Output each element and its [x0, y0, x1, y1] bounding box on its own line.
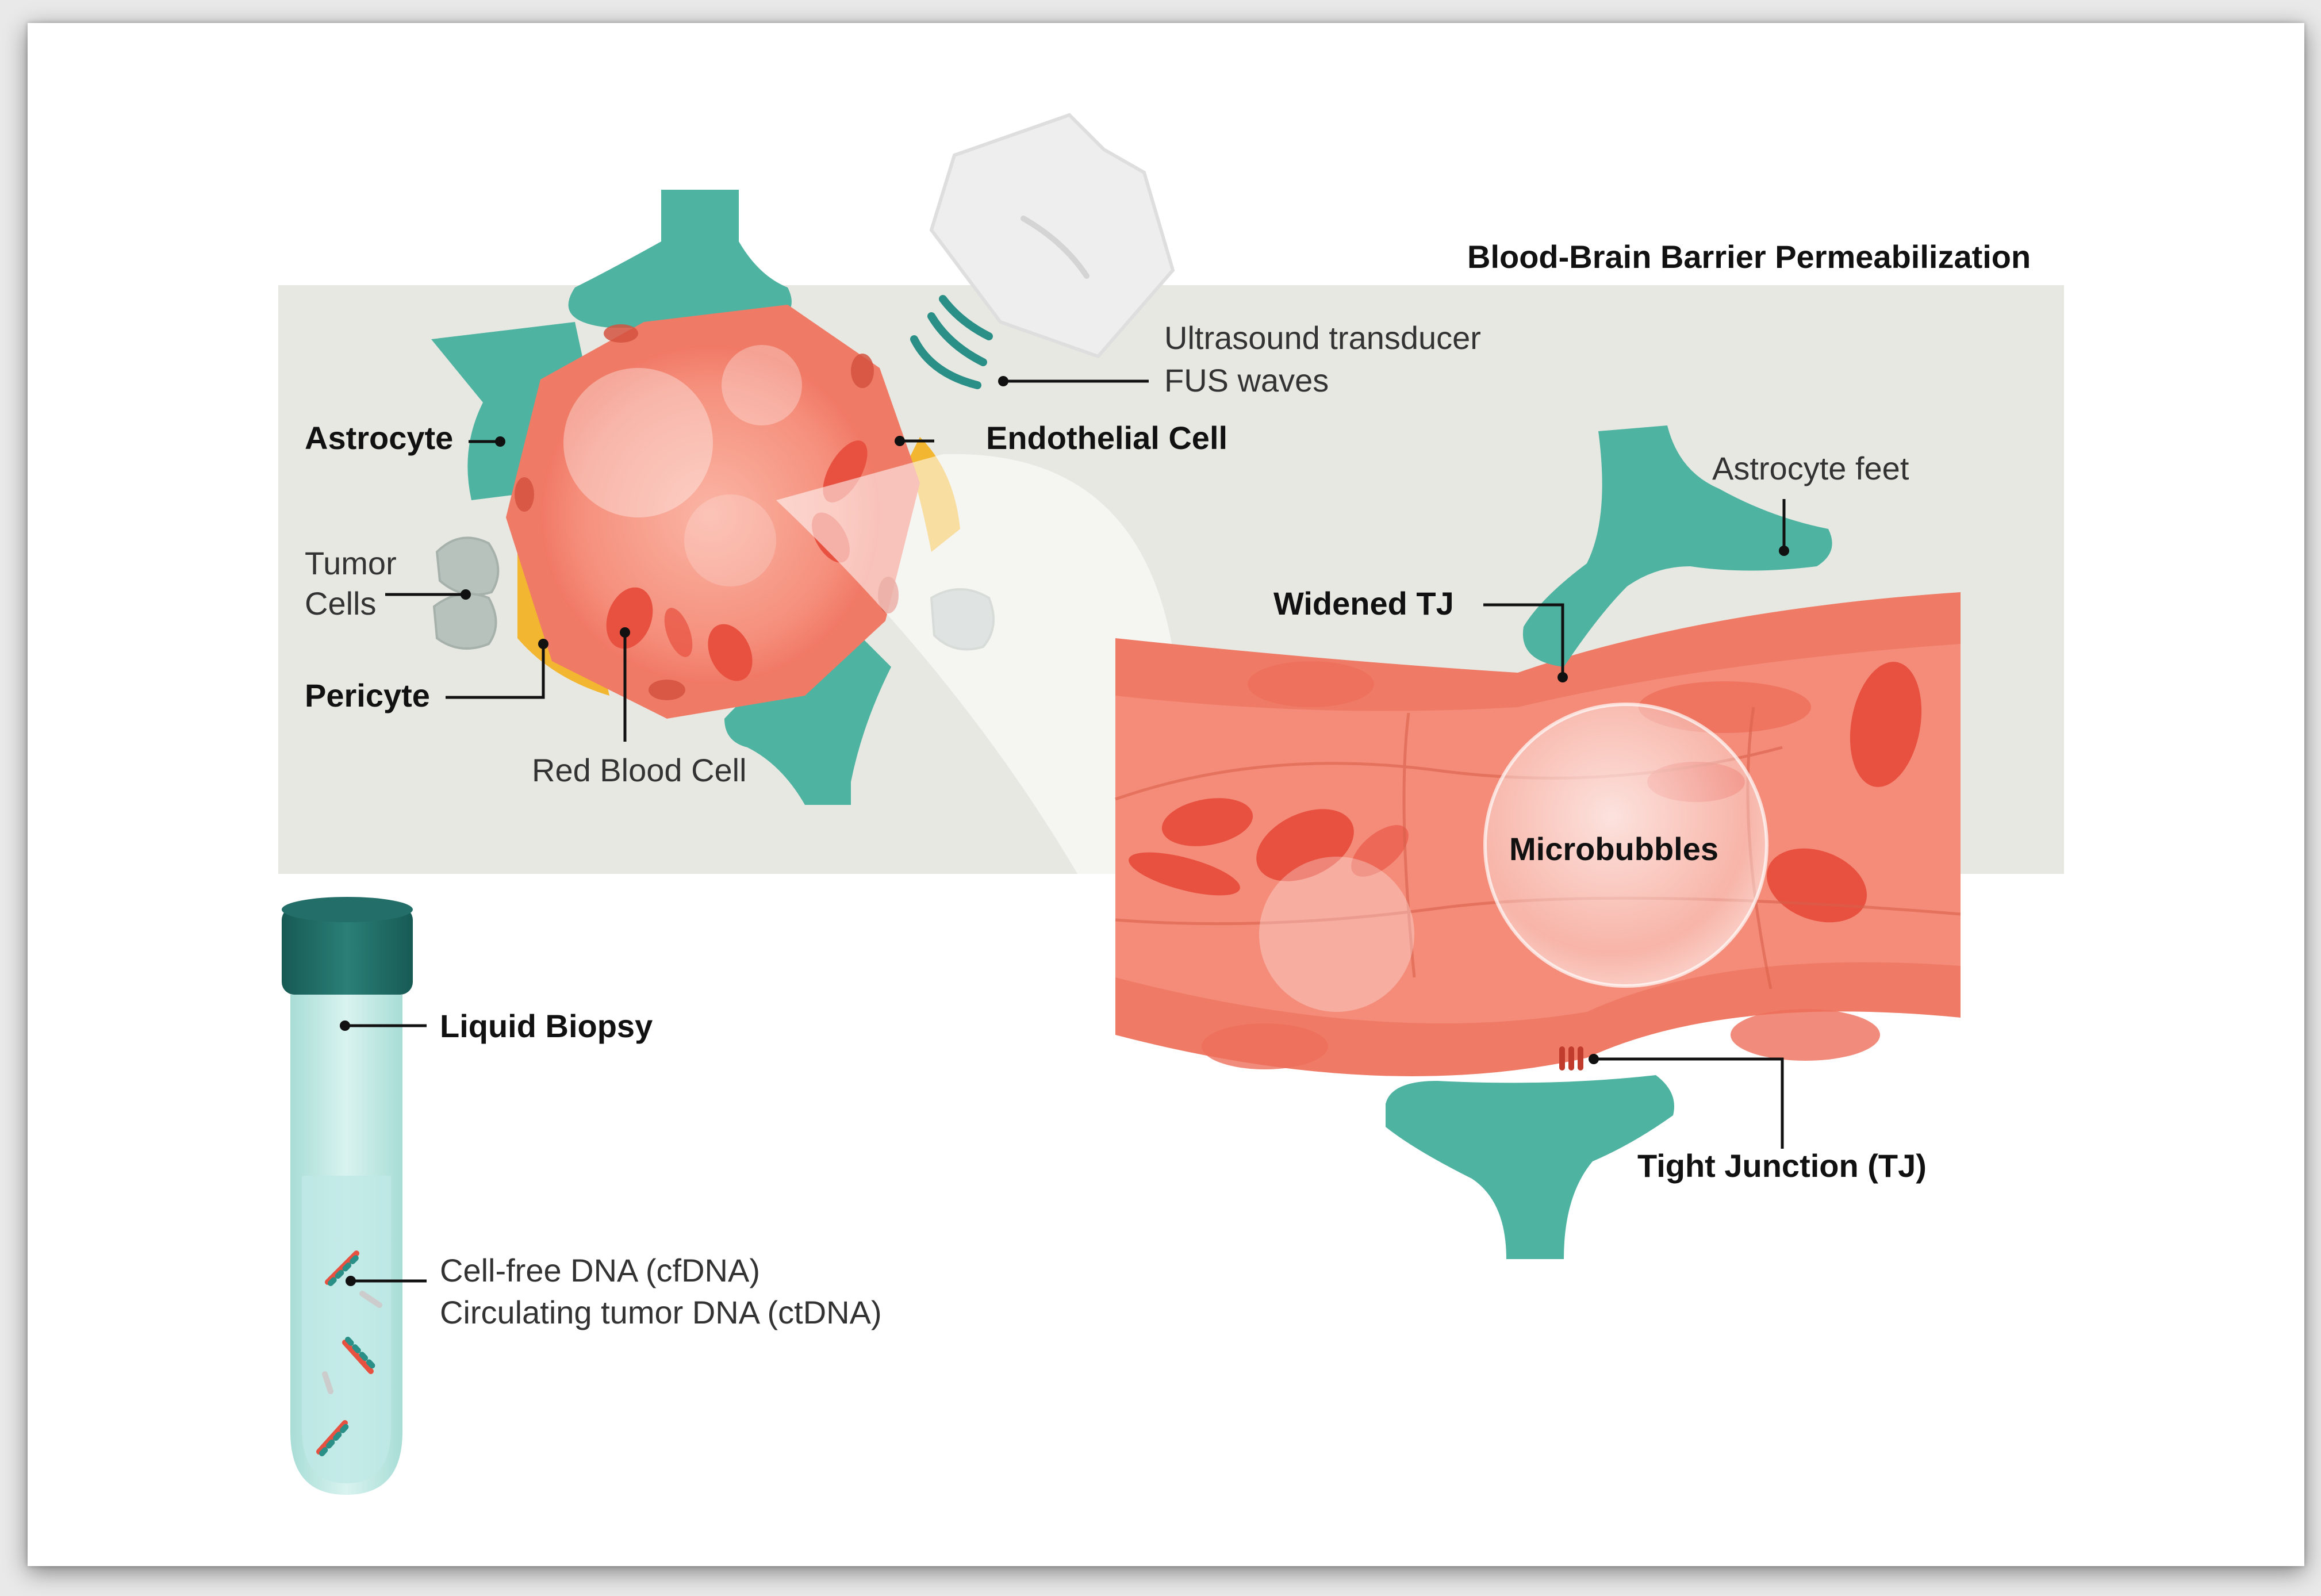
label-endothelial-cell: Endothelial Cell — [986, 420, 1228, 456]
label-liquid-biopsy: Liquid Biopsy — [440, 1008, 653, 1044]
label-red-blood-cell: Red Blood Cell — [532, 752, 747, 788]
label-widened-tj: Widened TJ — [1273, 585, 1454, 621]
tight-junction-icon — [1559, 1046, 1583, 1071]
microbubble-large — [1483, 703, 1768, 988]
test-tube-icon — [282, 897, 413, 1495]
fus-waves-icon — [910, 295, 993, 389]
leader-lines — [345, 379, 1786, 1283]
zoom-beam — [776, 454, 1173, 920]
leader-dots — [340, 376, 1789, 1286]
label-cells: Cells — [305, 585, 377, 621]
label-ctdna: Circulating tumor DNA (ctDNA) — [440, 1294, 882, 1330]
ultrasound-transducer-icon — [929, 113, 1175, 359]
label-astrocyte-feet: Astrocyte feet — [1712, 450, 1909, 486]
label-astrocyte: Astrocyte — [305, 420, 454, 456]
microbubble-small — [1259, 857, 1414, 1012]
label-microbubbles: Microbubbles — [1509, 831, 1719, 867]
label-fus-waves: FUS waves — [1164, 362, 1329, 398]
label-tumor: Tumor — [305, 545, 397, 581]
tube-liquid — [302, 1176, 391, 1483]
label-ultrasound-transducer: Ultrasound transducer — [1164, 320, 1481, 356]
zoomed-vessel — [1115, 592, 1961, 1076]
vessel-cross-section — [506, 305, 920, 719]
label-cfdna: Cell-free DNA (cfDNA) — [440, 1252, 760, 1288]
tube-cap-icon — [282, 907, 413, 995]
label-pericyte: Pericyte — [305, 677, 430, 713]
astrocyte-icon — [431, 190, 891, 805]
astrocyte-feet-icon — [1386, 425, 1832, 1259]
dna-fragment-icon — [316, 1250, 382, 1456]
figure-title: Blood-Brain Barrier Permeabilization — [1467, 239, 2031, 275]
label-tight-junction: Tight Junction (TJ) — [1637, 1148, 1927, 1184]
